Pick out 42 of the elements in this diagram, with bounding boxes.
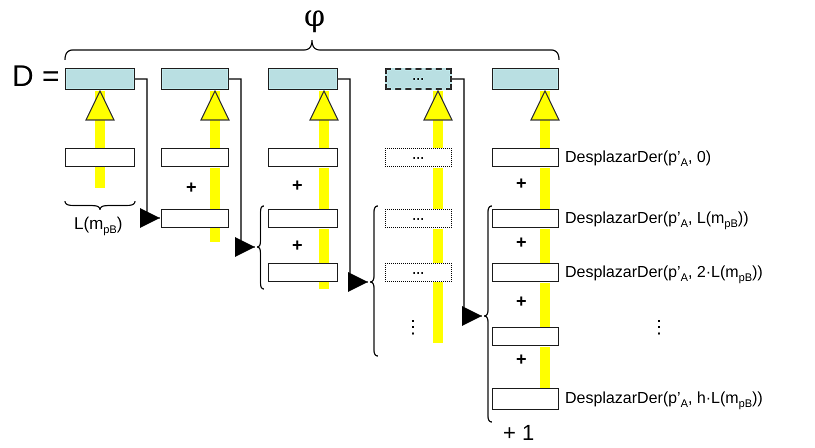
block-box bbox=[492, 327, 559, 346]
array-cell: ··· bbox=[385, 68, 452, 90]
arrow bbox=[338, 78, 368, 292]
block-box bbox=[161, 209, 229, 228]
thick-arrow bbox=[200, 90, 230, 148]
plus-sign: + bbox=[516, 292, 527, 310]
block-box bbox=[492, 148, 559, 167]
plus-sign: + bbox=[292, 236, 303, 254]
plus-sign: + bbox=[516, 174, 527, 192]
array-cell bbox=[268, 68, 338, 90]
phi-symbol: φ bbox=[304, 2, 326, 32]
array-cell bbox=[492, 68, 559, 90]
array-cell bbox=[65, 68, 135, 90]
thick-arrow bbox=[85, 90, 115, 148]
thick-arrow bbox=[309, 90, 339, 148]
arrow bbox=[135, 78, 160, 228]
block-box bbox=[65, 148, 135, 167]
vertical-ellipsis: ⋮ bbox=[404, 318, 422, 336]
block-box bbox=[492, 209, 559, 228]
plus-sign: + bbox=[292, 176, 303, 194]
array-cell bbox=[161, 68, 229, 90]
block-box bbox=[268, 148, 338, 167]
function-label: DesplazarDer(p’$_{A}$, h·L(m$_{pB}$)) bbox=[565, 391, 763, 407]
thick-arrow bbox=[423, 90, 453, 148]
block-box bbox=[492, 263, 559, 282]
plus-sign: + bbox=[186, 178, 197, 196]
thick-arrow bbox=[530, 90, 560, 148]
block-box bbox=[268, 209, 338, 228]
plus-sign: + bbox=[516, 233, 527, 251]
vertical-ellipsis: ⋮ bbox=[650, 318, 668, 336]
block-box bbox=[161, 148, 229, 167]
arrow bbox=[229, 78, 255, 257]
block-box bbox=[268, 263, 338, 282]
arrow bbox=[452, 78, 482, 326]
block-box: ··· bbox=[385, 209, 452, 228]
plus-sign: + bbox=[516, 350, 527, 368]
block-box: ··· bbox=[385, 148, 452, 167]
block-box: ··· bbox=[385, 263, 452, 282]
equation-label: D = bbox=[12, 62, 60, 92]
block-box bbox=[492, 388, 559, 410]
function-label: DesplazarDer(p’$_{A}$, 0) bbox=[565, 150, 712, 166]
sum-label: + 1 bbox=[503, 422, 534, 444]
